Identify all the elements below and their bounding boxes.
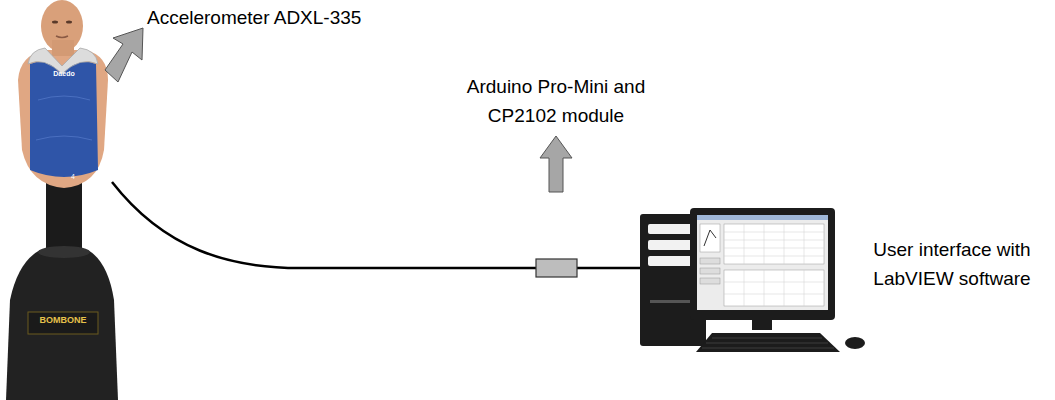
brand-logo: Daedo [44,70,84,78]
arduino-module [536,259,577,277]
brand-logo: BOMBONE [28,315,98,326]
vest-number: 4 [66,172,80,183]
device-label: User interface with LabVIEW software [853,236,1051,293]
callout-label: Arduino Pro-Mini and CP2102 module [447,73,665,130]
training-dummy [6,0,118,400]
cable [112,182,536,268]
callout-arrow [540,136,572,192]
computer [640,208,865,352]
callout-arrow [105,28,143,82]
cable [577,267,640,270]
callout-label: Accelerometer ADXL-335 [147,4,417,33]
